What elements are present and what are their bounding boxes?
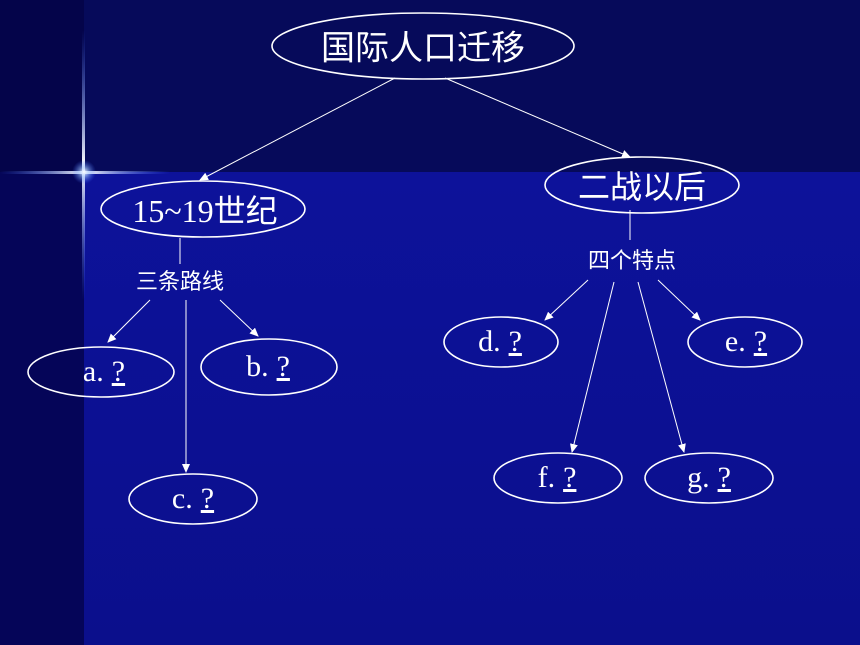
- node-b-question-mark: ?: [276, 350, 290, 383]
- node-e-question-mark: ?: [753, 325, 768, 358]
- node-f-letter: f.: [537, 461, 556, 494]
- node-a: a.?: [83, 355, 125, 389]
- node-g-letter: g.: [687, 461, 710, 494]
- connector-to-e: [657, 279, 701, 321]
- node-b-letter: b.: [246, 350, 269, 383]
- node-d-letter: d.: [478, 325, 501, 358]
- node-a-outline: [27, 346, 175, 398]
- connector-root-right: [444, 77, 631, 158]
- background-main-area: [84, 172, 860, 645]
- connector-to-b: [219, 299, 259, 337]
- node-c-letter: c.: [171, 482, 193, 515]
- root-node-outline: [271, 12, 575, 80]
- node-d-outline: [443, 316, 559, 368]
- node-c-question-mark: ?: [200, 482, 215, 515]
- connector-to-f: [570, 281, 615, 453]
- connector-to-a: [107, 299, 151, 343]
- node-c-outline: [128, 473, 258, 525]
- right-branch-label: 二战以后: [577, 169, 707, 205]
- background-corner: [0, 0, 84, 172]
- node-g: g.?: [687, 461, 731, 495]
- right-sublabel: 四个特点: [587, 249, 677, 274]
- node-e: e.?: [725, 325, 767, 359]
- node-e-letter: e.: [724, 325, 746, 358]
- node-d-question-mark: ?: [508, 325, 522, 358]
- node-e-outline: [687, 316, 803, 368]
- node-g-question-mark: ?: [717, 461, 731, 494]
- node-d: d.?: [478, 325, 522, 359]
- node-c: c.?: [172, 482, 214, 516]
- left-branch-outline: [100, 180, 306, 238]
- node-a-question-mark: ?: [111, 355, 126, 388]
- connectors: [107, 77, 701, 473]
- left-branch-label: 15~19世纪: [132, 193, 278, 229]
- node-g-outline: [644, 452, 774, 504]
- background-top-band: [84, 0, 860, 172]
- right-branch-outline: [544, 156, 740, 214]
- node-b-outline: [200, 338, 338, 396]
- connector-to-g: [637, 281, 686, 453]
- node-a-letter: a.: [82, 355, 104, 388]
- connector-root-left: [199, 77, 396, 181]
- root-node-label: 国际人口迁移: [321, 30, 525, 68]
- node-f-outline: [493, 452, 623, 504]
- node-b: b.?: [246, 350, 290, 384]
- left-sublabel: 三条路线: [135, 270, 225, 295]
- sparkle-decoration: [0, 30, 170, 300]
- node-f: f.?: [538, 461, 577, 495]
- connector-to-d: [544, 279, 589, 321]
- node-f-question-mark: ?: [563, 461, 577, 494]
